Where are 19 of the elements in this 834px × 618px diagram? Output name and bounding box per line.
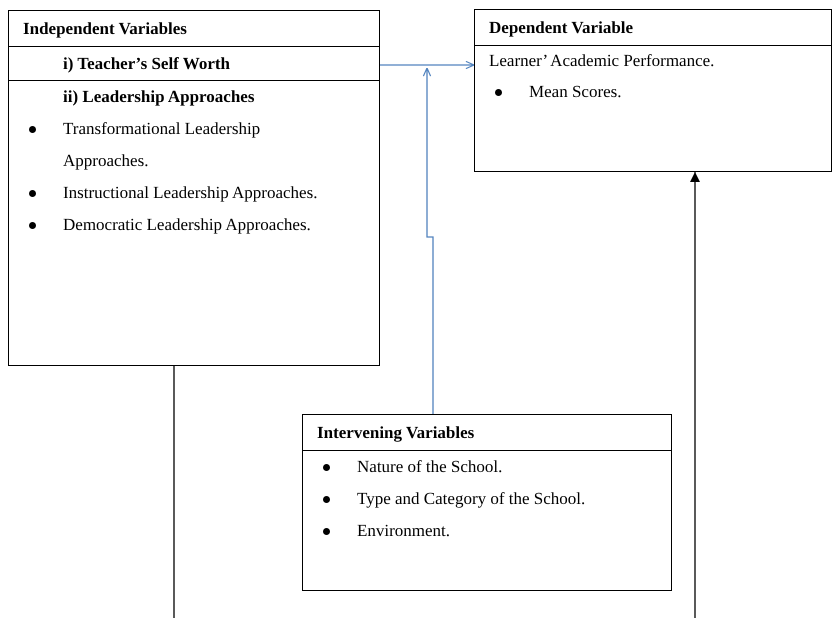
arrow — [690, 172, 700, 618]
list-item: Mean Scores. — [529, 81, 623, 103]
box-heading: Independent Variables — [9, 11, 379, 47]
arrow — [422, 67, 434, 414]
box-heading: Intervening Variables — [303, 415, 671, 451]
list-item: Learner’ Academic Performance. — [488, 50, 716, 72]
list-item: Type and Category of the School. — [357, 488, 586, 510]
variable-box — [474, 9, 832, 172]
list-item: Instructional Leadership Approaches. — [63, 182, 318, 204]
numbered-heading: i) Teacher’s Self Worth — [9, 47, 379, 81]
numbered-heading: ii) Leadership Approaches — [62, 86, 256, 108]
arrow — [380, 60, 475, 70]
list-item: Transformational Leadership Approaches. — [63, 118, 262, 172]
box-heading: Dependent Variable — [475, 10, 831, 46]
variable-box — [8, 10, 380, 366]
list-item: Democratic Leadership Approaches. — [63, 214, 312, 236]
list-item: Environment. — [357, 520, 452, 542]
variable-box — [302, 414, 672, 591]
list-item: Nature of the School. — [357, 456, 504, 478]
